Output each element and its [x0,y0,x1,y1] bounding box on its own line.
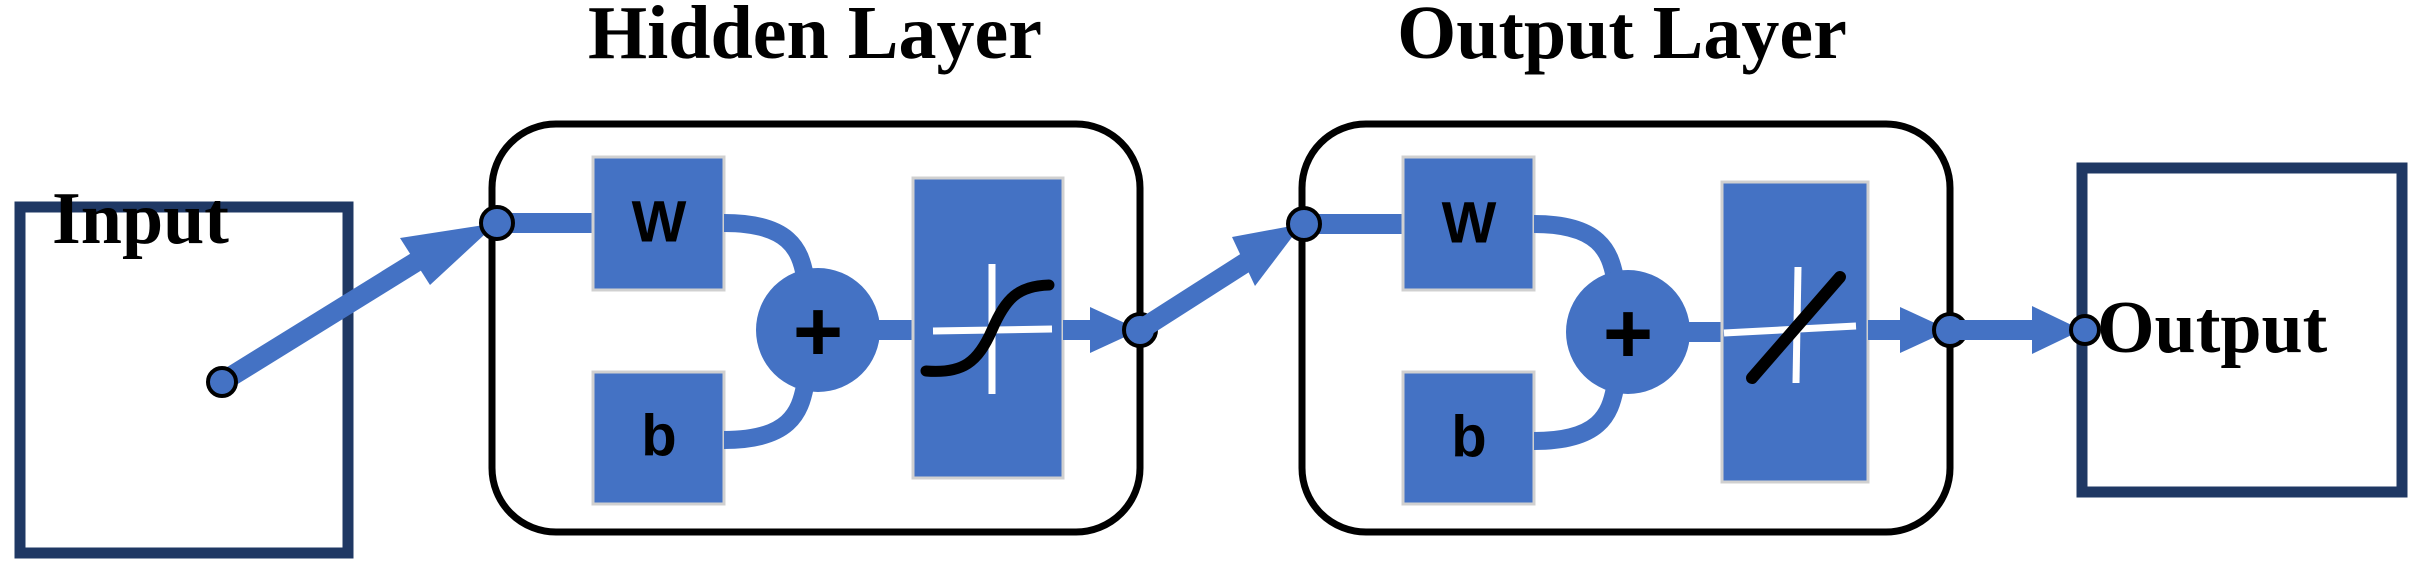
hidden-sum-node [756,268,880,392]
output-layer-exit-arrow [1868,307,1950,353]
connection-input-to-hidden [206,223,497,398]
hidden-weight-box [591,155,726,292]
connection-hidden-to-output-arrowhead [1232,224,1302,286]
output-bias-to-sum-link [1533,386,1624,450]
input-output-port-dot [206,366,238,398]
input-block-border [14,201,354,559]
connection-hidden-to-output [1134,224,1302,339]
linear-curve [1746,271,1846,384]
sigmoid-curve [920,279,1055,377]
output-weight-label: W [1442,190,1497,255]
hidden-weight-to-sum-link [723,214,814,278]
hidden-bias-label: b [641,403,676,468]
output-block-border [2076,162,2408,498]
output-sum-node [1566,270,1690,394]
output-layer-title: Output Layer [1397,0,1847,75]
hidden-weight-label: W [632,189,687,254]
output-sum-label: + [1603,286,1653,382]
input-block-label: Input [52,178,229,260]
hidden-layer-output-arrowhead [1090,307,1140,353]
output-layer-exit-arrowhead [1900,307,1950,353]
output-weight-to-sum-link [1533,215,1624,280]
connection-input-to-hidden-arrowhead [400,223,497,285]
output-bias-box [1401,370,1536,506]
linear-icon [1723,266,1857,384]
output-bias-label: b [1451,404,1486,469]
connection-output-layer-to-output-block [1950,306,2082,354]
hidden-bias-to-sum-link [723,384,814,449]
sigmoid-icon [920,264,1055,394]
hidden-layer-title: Hidden Layer [588,0,1042,75]
hidden-layer-output-arrow [1063,307,1140,353]
output-weight-box [1401,155,1536,292]
connection-input-to-hidden-line [216,243,438,391]
output-block-label: Output [2097,287,2328,369]
hidden-sum-label: + [793,284,843,380]
hidden-layer-input-port-dot [479,205,515,241]
connection-hidden-to-output-line [1134,252,1254,339]
connection-output-arrowhead [2032,306,2082,354]
output-layer-input-port-dot [1286,206,1322,242]
output-block-input-port-dot [2069,314,2101,346]
